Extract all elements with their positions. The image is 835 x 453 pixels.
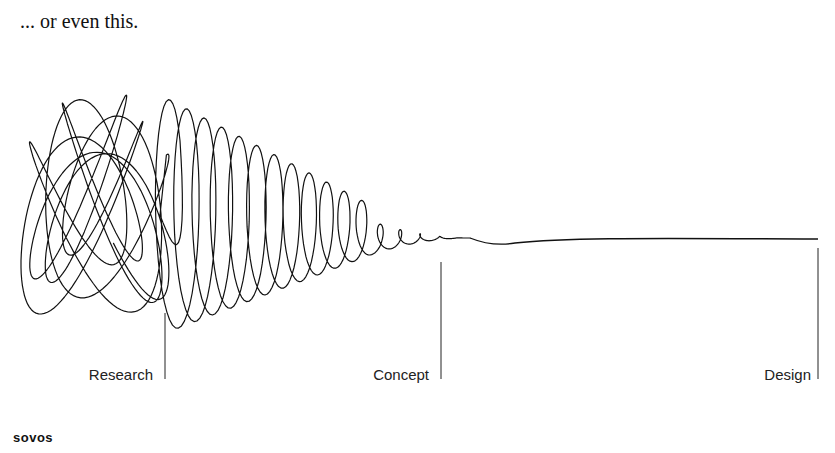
stage-label: Concept xyxy=(373,366,429,383)
stage-label: Design xyxy=(764,366,811,383)
scribble-line xyxy=(21,95,470,328)
stage-tick xyxy=(165,313,166,379)
slide-title: ... or even this. xyxy=(20,10,138,33)
straight-line xyxy=(470,238,818,244)
stage-tick xyxy=(441,262,442,379)
company-logo: sovos xyxy=(13,430,53,445)
stage-tick xyxy=(818,248,819,379)
stage-label: Research xyxy=(89,366,153,383)
